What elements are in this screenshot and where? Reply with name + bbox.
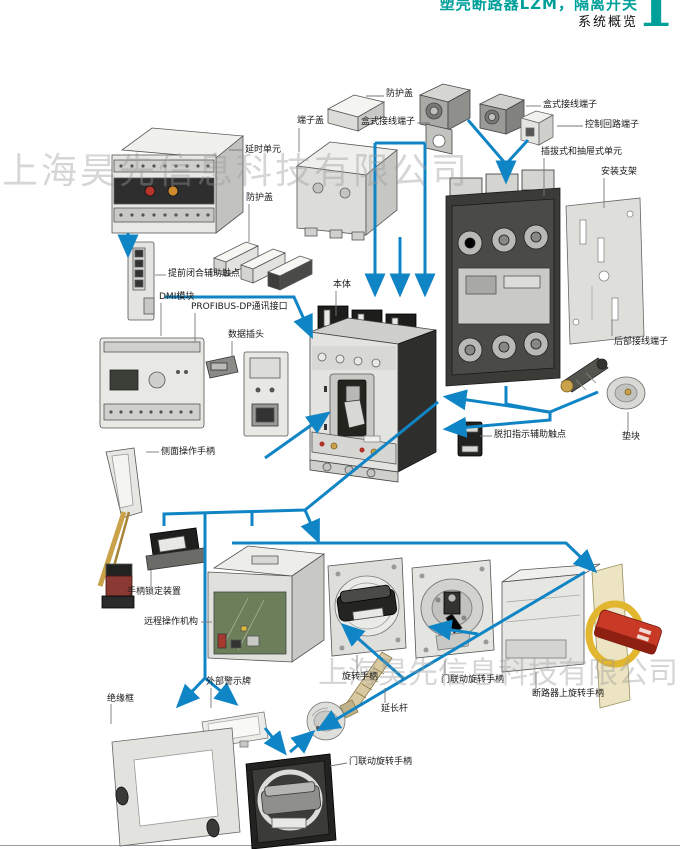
control-terminal-art [519, 110, 555, 146]
protective-cover-top-art [326, 94, 386, 132]
label-mounting-bracket: 安装支架 [601, 167, 638, 177]
breaker-rotary-unit-art [501, 563, 662, 709]
protective-covers-mid-art [212, 241, 314, 291]
door-coupling-unit-art [411, 559, 495, 659]
early-make-aux-contact-art [127, 241, 155, 321]
terminal-cover-art [295, 141, 398, 241]
label-terminal-cover: 端子盖 [297, 116, 325, 126]
time-delay-unit-art [111, 127, 245, 234]
label-rotary-handle: 旋转手柄 [342, 672, 379, 682]
insulating-frame-art [111, 727, 241, 847]
label-trip-aux-contact: 脱扣指示辅助触点 [494, 430, 567, 440]
label-leaders [110, 95, 629, 767]
label-insulating-frame: 绝缘框 [107, 694, 135, 704]
door-handle-black-art [245, 753, 337, 849]
connector-lines [117, 119, 599, 756]
box-terminal-1-art [418, 83, 472, 155]
label-profibus-interface: PROFIBUS-DP通讯接口 [191, 302, 288, 312]
page-subtitle: 系统概览 [577, 15, 638, 30]
label-side-handle: 侧面操作手柄 [161, 447, 216, 457]
remote-mechanism-art [207, 545, 326, 663]
label-dmi-module: DMI模块 [159, 292, 195, 302]
label-remote-mechanism: 远程操作机构 [144, 617, 199, 627]
label-control-terminal: 控制回路端子 [585, 120, 640, 130]
label-early-make-contact: 提前闭合辅助触点 [168, 269, 241, 279]
handle-lock-art [145, 527, 207, 571]
label-plugin-drawer-unit: 插拔式和抽屉式单元 [541, 147, 623, 157]
label-door-coupling-2: 门联动旋转手柄 [349, 757, 413, 767]
label-breaker-rotary: 断路器上旋转手柄 [532, 689, 605, 699]
label-box-terminal-left: 盒式接线端子 [361, 117, 416, 127]
label-warning-plate: 外部警示牌 [206, 677, 252, 687]
data-plug-art [205, 355, 239, 379]
label-rear-terminal: 后部接线端子 [614, 337, 669, 347]
plugin-drawer-unit-art [445, 169, 561, 387]
label-protective-cover-top: 防护盖 [386, 89, 414, 99]
label-time-delay-unit: 延时单元 [245, 145, 282, 155]
page-bottom-rule [0, 845, 680, 846]
spacer-art [606, 376, 646, 410]
box-terminal-2-art [478, 93, 526, 135]
page-title: 塑壳断路器LZM，隔离开关 [439, 0, 638, 13]
label-extension-shaft: 延长杆 [381, 704, 409, 714]
rotary-handle-unit-art [327, 557, 407, 657]
mounting-bracket-art [565, 197, 645, 345]
label-protective-cover-mid: 防护盖 [246, 193, 274, 203]
label-box-terminal-right: 盒式接线端子 [543, 100, 598, 110]
label-door-coupling-1: 门联动旋转手柄 [441, 675, 505, 685]
label-handle-lock: 手柄锁定装置 [127, 587, 182, 597]
main-breaker-art [309, 305, 437, 483]
profibus-interface-art [243, 351, 289, 437]
page-number: 1 [636, 0, 674, 39]
rear-terminal-art [560, 357, 609, 393]
label-spacer: 垫块 [622, 432, 641, 442]
label-data-plug: 数据插头 [228, 330, 265, 340]
dmi-module-art [99, 337, 205, 429]
side-handle-art [97, 447, 143, 609]
label-main-body: 本体 [333, 280, 352, 290]
